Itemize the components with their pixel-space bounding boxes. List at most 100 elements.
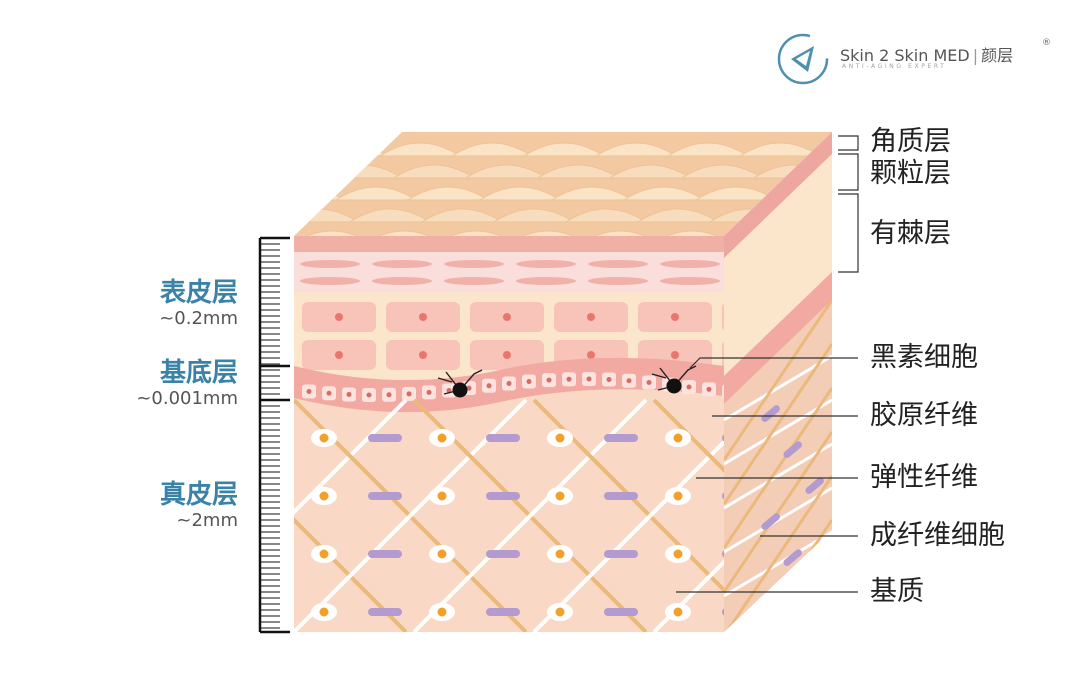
melanocyte: [437, 369, 483, 398]
basal-nucleus: [426, 389, 432, 395]
corneum-scale: [434, 230, 518, 236]
basal-cell: [722, 384, 724, 399]
brand: Skin 2 Skin MED|颜层 ® ANTI-AGING EXPERT: [776, 32, 1066, 88]
brand-name-en: Skin 2 Skin MED: [840, 46, 970, 65]
basal-nucleus: [606, 377, 612, 383]
label-ground-substance: 基质: [870, 576, 924, 607]
basal-nucleus: [306, 389, 312, 395]
spinous-nucleus: [587, 351, 595, 359]
corneum-scale: [650, 230, 734, 236]
brand-logo-icon: [777, 33, 829, 85]
side-spinous: [724, 154, 832, 376]
side-fiber: [724, 354, 832, 422]
side-elastic-fiber: [783, 549, 802, 566]
basal-nucleus: [486, 383, 492, 389]
fibroblast-nucleus: [673, 433, 683, 443]
elastic-fiber: [368, 550, 402, 558]
side-fiber: [724, 398, 832, 466]
basal-nucleus: [506, 381, 512, 387]
granular-cell: [588, 260, 648, 268]
spinous-nucleus: [419, 313, 427, 321]
melanocyte: [651, 365, 697, 394]
fibroblast-nucleus: [555, 491, 565, 501]
corneum-scale: [294, 230, 374, 236]
fibroblast-nucleus: [437, 549, 447, 559]
fibroblast-nucleus: [555, 607, 565, 617]
side-fiber: [724, 387, 832, 549]
granular-cell: [660, 260, 720, 268]
basal-nucleus: [526, 379, 532, 385]
collagen-fiber: [294, 517, 408, 632]
label-dermis-thickness: ~2mm: [176, 510, 238, 531]
front-face: [0, 236, 1080, 632]
fibroblast-nucleus: [319, 607, 329, 617]
collagen-fiber: [1014, 400, 1080, 632]
collagen-fiber: [652, 559, 724, 632]
corneum-scale: [306, 142, 390, 157]
elastic-fiber: [486, 434, 520, 442]
spinous-cell: [722, 303, 724, 331]
corneum-scale: [294, 186, 346, 201]
side-elastic-fiber: [761, 513, 780, 530]
side-elastic-fiber: [805, 477, 824, 494]
spinous-nucleus: [671, 313, 679, 321]
fibroblast-nucleus: [319, 491, 329, 501]
spinous-nucleus: [503, 351, 511, 359]
label-basal-layer-thickness: ~0.001mm: [136, 388, 238, 409]
side-face: [724, 132, 832, 632]
label-epidermis-thickness: ~0.2mm: [159, 308, 238, 329]
basal-nucleus: [566, 376, 572, 382]
label-epidermis: 表皮层 ~0.2mm: [120, 278, 238, 330]
spinous-nucleus: [587, 313, 595, 321]
label-stratum-granulosum: 颗粒层: [870, 158, 951, 189]
elastic-fiber: [486, 492, 520, 500]
label-dermis: 真皮层 ~2mm: [120, 480, 238, 532]
fibroblast-nucleus: [319, 433, 329, 443]
granular-cell: [444, 260, 504, 268]
label-stratum-spinosum: 有棘层: [870, 218, 951, 249]
label-epidermis-title: 表皮层: [159, 278, 238, 308]
side-corneum: [724, 132, 832, 258]
brand-tagline: ANTI-AGING EXPERT: [842, 63, 947, 70]
side-fiber: [724, 431, 832, 593]
corneum-scale: [506, 230, 590, 236]
spinous-cell: [722, 341, 724, 369]
side-elastic-fiber: [783, 441, 802, 458]
label-dermis-title: 真皮层: [159, 480, 238, 510]
basal-nucleus: [446, 387, 452, 393]
fibroblast-nucleus: [437, 607, 447, 617]
basal-nucleus: [326, 390, 332, 396]
elastic-fiber: [722, 608, 724, 616]
spinous-nucleus: [503, 313, 511, 321]
elastic-fiber: [486, 608, 520, 616]
spinous-nucleus: [335, 313, 343, 321]
spinous-nucleus: [419, 351, 427, 359]
label-fibroblast: 成纤维细胞: [870, 520, 1005, 551]
granular-cell: [444, 277, 504, 285]
fibroblast-nucleus: [437, 491, 447, 501]
label-basal-layer: 基底层 ~0.001mm: [100, 358, 238, 410]
fibroblast-nucleus: [673, 491, 683, 501]
elastic-fiber: [722, 550, 724, 558]
label-collagen-fiber: 胶原纤维: [870, 400, 978, 431]
granular-cell: [300, 277, 360, 285]
collagen-fiber: [294, 398, 408, 515]
brand-name: Skin 2 Skin MED|颜层: [840, 46, 1014, 65]
basal-nucleus: [686, 384, 692, 390]
elastic-fiber: [368, 608, 402, 616]
collagen-fiber: [1014, 400, 1080, 632]
elastic-fiber: [722, 434, 724, 442]
granular-cell: [660, 277, 720, 285]
label-stratum-corneum: 角质层: [870, 126, 951, 157]
elastic-fiber: [604, 434, 638, 442]
fibroblast-nucleus: [437, 433, 447, 443]
side-fiber: [724, 530, 832, 598]
elastic-fiber: [368, 492, 402, 500]
spinous-nucleus: [671, 351, 679, 359]
basal-nucleus: [646, 380, 652, 386]
granular-cell: [516, 260, 576, 268]
brand-reg-mark: ®: [1042, 38, 1051, 48]
layer-brackets: [838, 135, 859, 273]
collagen-fiber: [0, 400, 46, 632]
